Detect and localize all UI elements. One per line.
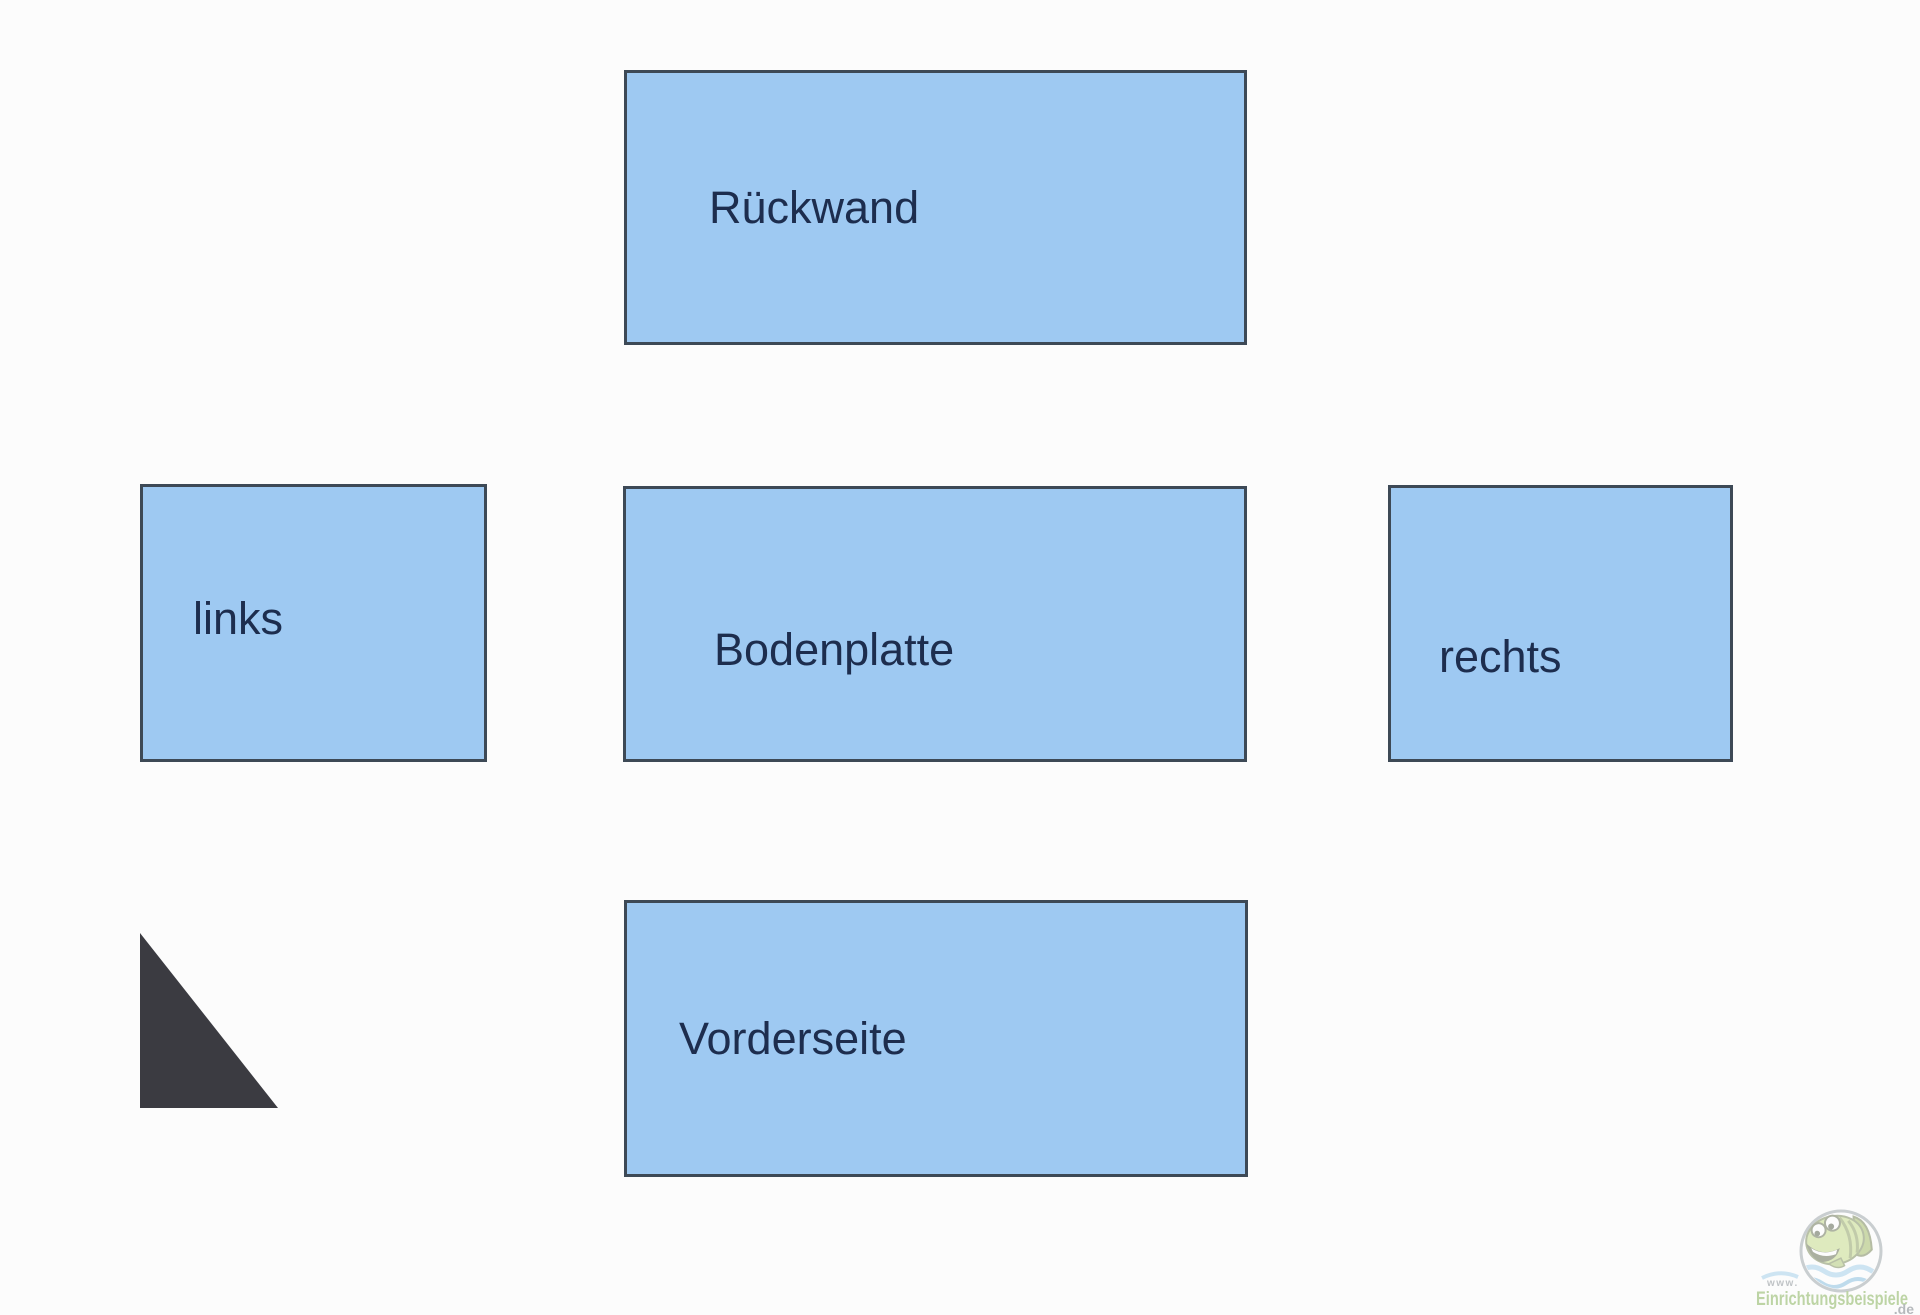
panel-label-rechts: rechts [1439, 630, 1562, 682]
fish-in-circle-logo: www. Einrichtungsbeispiele .de [1756, 1209, 1914, 1315]
watermark-tld-text: .de [1894, 1301, 1914, 1315]
fish [1805, 1214, 1873, 1269]
watermark-www-text: www. [1766, 1278, 1799, 1289]
panel-label-bodenplatte: Bodenplatte [714, 624, 955, 675]
wave-swash [1761, 1271, 1799, 1280]
panel-vorderseite: Vorderseite [624, 900, 1248, 1177]
corner-triangle [140, 933, 278, 1108]
water-waves [1803, 1264, 1879, 1289]
panel-label-rueckwand: Rückwand [709, 181, 920, 233]
panel-label-links: links [193, 593, 284, 644]
panel-rechts: rechts [1388, 485, 1733, 762]
panel-rueckwand: Rückwand [624, 70, 1247, 345]
panel-links: links [140, 484, 487, 762]
logo-ring [1799, 1209, 1883, 1293]
panel-label-vorderseite: Vorderseite [679, 1012, 907, 1064]
watermark: www. Einrichtungsbeispiele .de [1740, 1185, 1920, 1315]
watermark-site-text: Einrichtungsbeispiele [1756, 1289, 1908, 1310]
panel-bodenplatte: Bodenplatte [623, 486, 1247, 762]
